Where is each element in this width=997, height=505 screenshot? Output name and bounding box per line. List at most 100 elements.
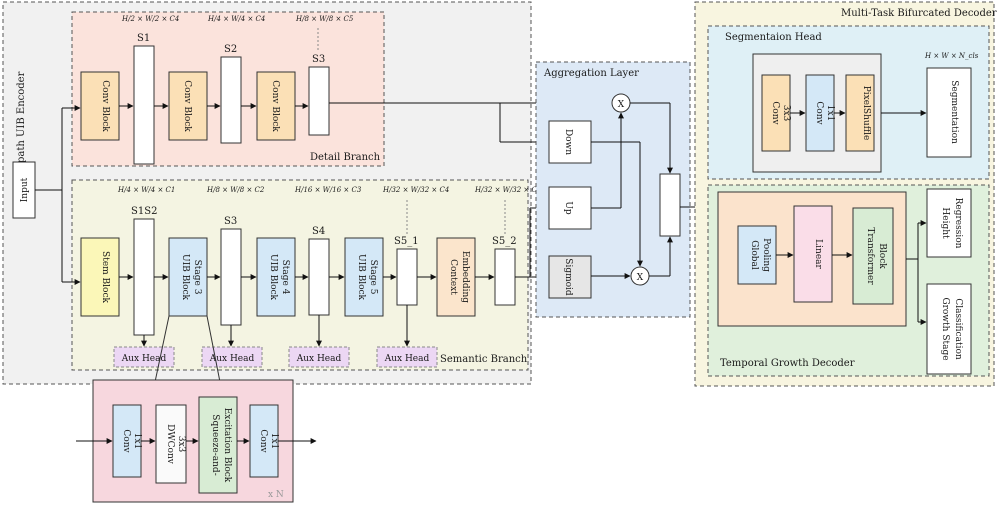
semantic-s4-dim: H/16 × W/16 × C3 — [294, 186, 362, 194]
semantic-s5-1-label: S5_1 — [394, 236, 419, 247]
pixelshuffle-block: PixelShuffle — [845, 74, 875, 152]
uib-stage-label: Stage 4 — [280, 260, 290, 295]
detail-conv-block-1: Conv Block — [80, 71, 120, 141]
aux-head-1: Aux Head — [113, 346, 175, 368]
detail-stage-s3 — [308, 66, 330, 136]
sigmoid-block: Sigmoid — [548, 255, 592, 299]
segmentation-dim: H × W × N_cls — [924, 52, 979, 60]
detail-conv-block-3: Conv Block — [256, 71, 296, 141]
semantic-stage-s1s2 — [133, 218, 155, 336]
height-label: Height — [940, 207, 950, 239]
semantic-stage-s3 — [220, 228, 242, 326]
semantic-s5-1-dim: H/32 × W/32 × C4 — [382, 186, 449, 194]
decoder-title: Multi-Task Bifurcated Decoder — [841, 8, 997, 19]
detail-stage-s2 — [220, 56, 242, 144]
conv-size-label: 3x3 — [781, 105, 791, 122]
growth-stage-output: Growth Stage Classification — [926, 283, 972, 375]
detail-s3-label: S3 — [312, 54, 325, 65]
stem-block-label: Stem Block — [100, 251, 110, 303]
up-block: Up — [548, 186, 592, 230]
detail-branch-label: Detail Branch — [310, 152, 381, 163]
se-label: Squeeze-and- — [210, 414, 220, 475]
semantic-s5-2-dim: H/32 × W/32 × C5 — [474, 186, 542, 194]
uib-stage-label: Stage 5 — [368, 260, 378, 295]
conv-size-label: 1x1 — [132, 433, 142, 450]
uib-stage-label: Stage 3 — [192, 260, 202, 295]
conv-block-label: Conv Block — [270, 80, 280, 132]
aux-head-3: Aux Head — [288, 346, 350, 368]
embedding-label: Embedding — [460, 251, 470, 303]
uib-label: UIB Block — [180, 254, 190, 301]
semantic-stage-s5-1 — [396, 248, 418, 306]
context-embedding-block: Context Embedding — [436, 237, 476, 317]
uib-label: UIB Block — [356, 254, 366, 301]
detail-conv-block-2: Conv Block — [168, 71, 208, 141]
global-label: Global — [749, 240, 759, 270]
multiply-node-bottom: X — [630, 266, 650, 286]
conv-label: Conv — [814, 101, 824, 125]
uib-repeat-label: x N — [268, 490, 284, 500]
down-block: Down — [548, 120, 592, 164]
semantic-s3-dim: H/8 × W/8 × C2 — [206, 186, 265, 194]
temporal-decoder-title: Temporal Growth Decoder — [720, 358, 855, 369]
block-label: Block — [877, 243, 887, 269]
semantic-branch-label: Semantic Branch — [440, 354, 528, 365]
conv-size-label: 1x1 — [825, 105, 835, 122]
stem-block: Stem Block — [80, 237, 120, 317]
aggregation-title: Aggregation Layer — [543, 68, 639, 79]
pixelshuffle-label: PixelShuffle — [861, 86, 871, 141]
linear-label: Linear — [813, 239, 823, 269]
seg-conv-3x3: Conv 3x3 — [761, 74, 791, 152]
pooling-label: Pooling — [761, 238, 771, 272]
uib-detail-conv-1x1-b: Conv 1x1 — [249, 404, 279, 478]
segmentation-head-title: Segmentaion Head — [725, 32, 822, 43]
global-pooling-block: Global Pooling — [737, 225, 777, 285]
conv-label: Conv — [770, 101, 780, 125]
segmentation-output: Segmentation — [926, 67, 972, 158]
uib-stage-3: UIB Block Stage 3 — [168, 237, 208, 317]
dwconv-size-label: 3x3 — [176, 436, 186, 453]
detail-s2-label: S2 — [224, 44, 237, 55]
growth-stage-label: Growth Stage — [940, 297, 950, 360]
conv-label: Conv — [121, 429, 131, 453]
se-block-label: Excitation Block — [222, 408, 232, 483]
uib-detail-conv-1x1-a: Conv 1x1 — [112, 404, 142, 478]
aux-head-label: Aux Head — [384, 354, 430, 364]
seg-conv-1x1: Conv 1x1 — [805, 74, 835, 152]
context-label: Context — [448, 259, 458, 295]
detail-s3-dim: H/8 × W/8 × C5 — [295, 15, 354, 23]
conv-label: Conv — [258, 429, 268, 453]
multiply-label: X — [618, 100, 625, 110]
aux-head-label: Aux Head — [121, 354, 167, 364]
transformer-label: Transformer — [865, 227, 875, 285]
uib-detail-dwconv: DWConv 3x3 — [155, 404, 187, 484]
semantic-s1s2-dim: H/4 × W/4 × C1 — [117, 186, 175, 194]
input-block: Input — [12, 161, 36, 219]
concat-block — [659, 173, 681, 237]
detail-s1-dim: H/2 × W/2 × C4 — [121, 15, 179, 23]
semantic-stage-s5-2 — [494, 248, 516, 306]
aux-head-label: Aux Head — [209, 354, 255, 364]
multiply-node-top: X — [611, 93, 631, 113]
height-regression-output: Height Regression — [926, 188, 972, 258]
up-label: Up — [563, 201, 573, 215]
aux-head-4: Aux Head — [376, 346, 438, 368]
aux-head-2: Aux Head — [201, 346, 263, 368]
dwconv-label: DWConv — [165, 424, 175, 465]
uib-label: UIB Block — [268, 254, 278, 301]
semantic-stage-s4 — [308, 238, 330, 316]
semantic-s4-label: S4 — [312, 226, 325, 237]
uib-detail-se-block: Squeeze-and- Excitation Block — [198, 396, 238, 494]
aux-head-label: Aux Head — [296, 354, 342, 364]
classification-label: Classification — [953, 298, 963, 360]
conv-size-label: 1x1 — [269, 433, 279, 450]
down-label: Down — [563, 129, 573, 155]
uib-stage-5: UIB Block Stage 5 — [344, 237, 384, 317]
semantic-s3-label: S3 — [224, 216, 237, 227]
input-label: Input — [20, 177, 30, 202]
conv-block-label: Conv Block — [182, 80, 192, 132]
semantic-s1s2-label: S1S2 — [131, 206, 157, 217]
detail-stage-s1 — [133, 45, 155, 165]
uib-stage-4: UIB Block Stage 4 — [256, 237, 296, 317]
